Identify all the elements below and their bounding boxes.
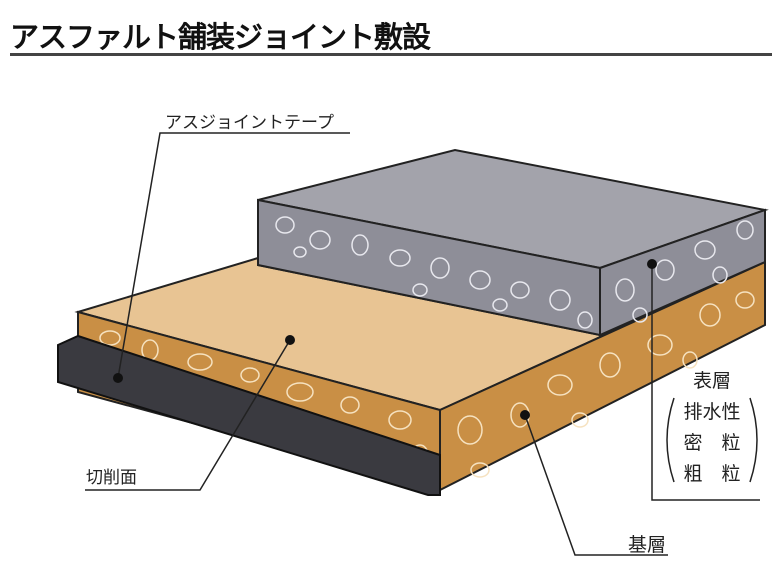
page-title: アスファルト舗装ジョイント敷設 xyxy=(10,20,431,54)
leader-dots xyxy=(113,259,657,420)
surface-type-dense: 密 粒 xyxy=(683,432,741,454)
cut-face-label: 切削面 xyxy=(86,468,137,488)
base-aggregate xyxy=(99,291,755,478)
surface-layer-side xyxy=(599,208,766,337)
title-underline xyxy=(10,53,772,56)
leader-lines xyxy=(85,132,760,556)
tape-label: アスジョイントテープ xyxy=(165,113,334,133)
surface-aggregate xyxy=(275,216,754,329)
surface-type-porous: 排水性 xyxy=(683,401,741,423)
joint-tape-strip xyxy=(57,334,441,496)
surface-layer-label: 表層 xyxy=(692,370,731,392)
base-layer-label: 基層 xyxy=(628,534,667,556)
surface-type-coarse: 粗 粒 xyxy=(683,463,741,485)
